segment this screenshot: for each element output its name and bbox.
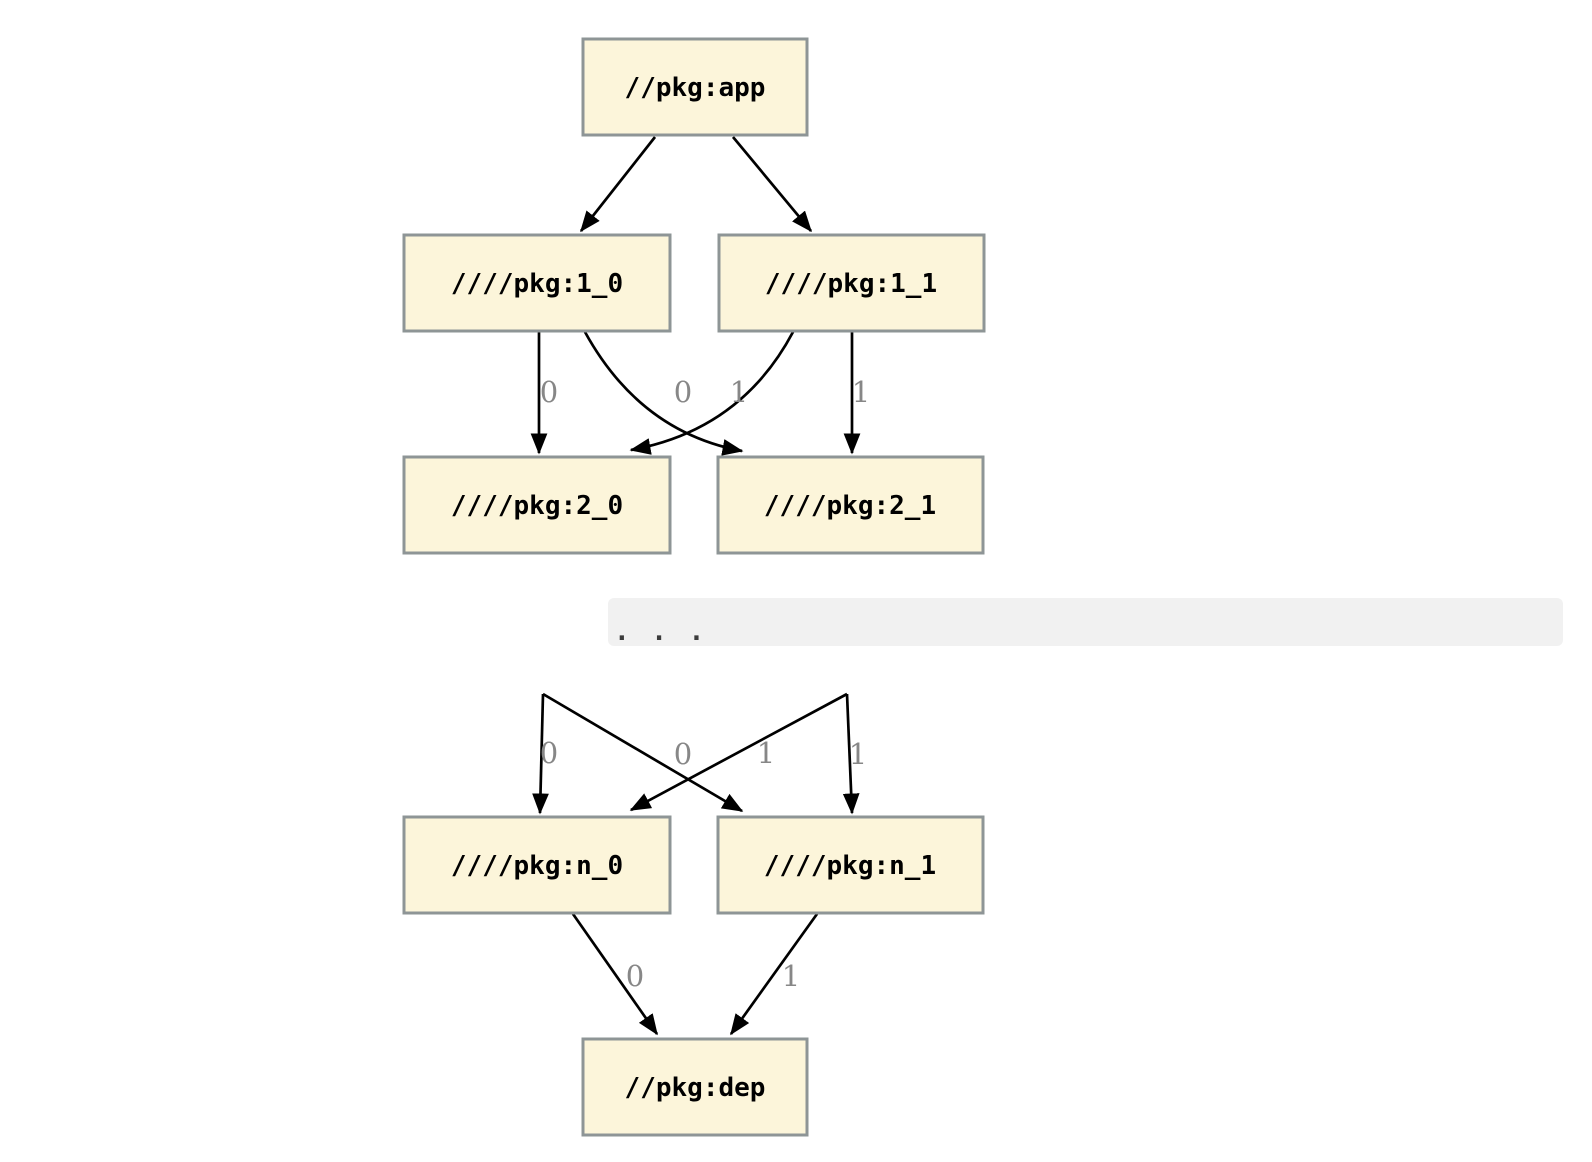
edge-n_1-to-dep xyxy=(729,913,819,1036)
node-n_0: ////pkg:n_0 xyxy=(402,815,672,915)
edge-label-1_1-2_0: 0 xyxy=(674,375,692,409)
edge-label-ellipsis-n_0-vertical: 0 xyxy=(540,736,558,770)
node-2_1-label: ////pkg:2_1 xyxy=(764,491,936,521)
node-dep: //pkg:dep xyxy=(581,1037,809,1137)
edge-n_0-to-dep xyxy=(571,913,659,1036)
node-1_1-label: ////pkg:1_1 xyxy=(765,269,937,299)
node-1_1-box xyxy=(717,233,986,333)
node-dep-label: //pkg:dep xyxy=(625,1073,766,1103)
node-n_0-box xyxy=(402,815,672,915)
node-app: //pkg:app xyxy=(581,37,809,137)
edge-app-to-1_1 xyxy=(731,136,813,233)
edge-1_0-to-2_1 xyxy=(583,331,744,456)
ellipsis-dots: . . . xyxy=(614,617,707,647)
ellipsis-separator: . . . xyxy=(608,598,1563,647)
edge-label-ellipsis-n_0-cross: 0 xyxy=(674,737,692,771)
node-n_1: ////pkg:n_1 xyxy=(716,815,985,915)
edge-label-n_1-dep: 1 xyxy=(782,959,800,993)
edge-label-n_0-dep: 0 xyxy=(626,959,644,993)
edge-label-1_0-2_1: 1 xyxy=(730,375,748,409)
node-1_0-label: ////pkg:1_0 xyxy=(451,269,623,299)
node-n_0-label: ////pkg:n_0 xyxy=(451,851,623,881)
edge-1_1-to-2_0 xyxy=(629,331,795,455)
edge-label-1_1-2_1: 1 xyxy=(852,375,870,409)
node-app-box xyxy=(581,37,809,137)
node-2_0-box xyxy=(402,455,672,555)
edge-ellipsis-to-n_0-cross xyxy=(629,692,848,812)
node-n_1-box xyxy=(716,815,985,915)
edge-app-to-1_0 xyxy=(579,136,657,233)
edge-ellipsis-to-n_1-vertical xyxy=(842,693,860,815)
node-2_1-box xyxy=(716,455,985,555)
node-1_1: ////pkg:1_1 xyxy=(717,233,986,333)
node-dep-box xyxy=(581,1037,809,1137)
node-n_1-label: ////pkg:n_1 xyxy=(764,851,936,881)
edge-label-ellipsis-n_1-cross: 1 xyxy=(757,736,775,770)
node-1_0-box xyxy=(402,233,672,333)
node-2_0: ////pkg:2_0 xyxy=(402,455,672,555)
edge-ellipsis-to-n_1-cross xyxy=(542,692,744,813)
edge-label-ellipsis-n_1-vertical: 1 xyxy=(849,737,867,771)
ellipsis-bar xyxy=(608,598,1563,646)
edge-label-1_0-2_0: 0 xyxy=(540,375,558,409)
edge-ellipsis-to-n_0-vertical xyxy=(532,693,549,815)
node-app-label: //pkg:app xyxy=(625,73,766,103)
node-2_1: ////pkg:2_1 xyxy=(716,455,985,555)
node-1_0: ////pkg:1_0 xyxy=(402,233,672,333)
node-2_0-label: ////pkg:2_0 xyxy=(451,491,623,521)
